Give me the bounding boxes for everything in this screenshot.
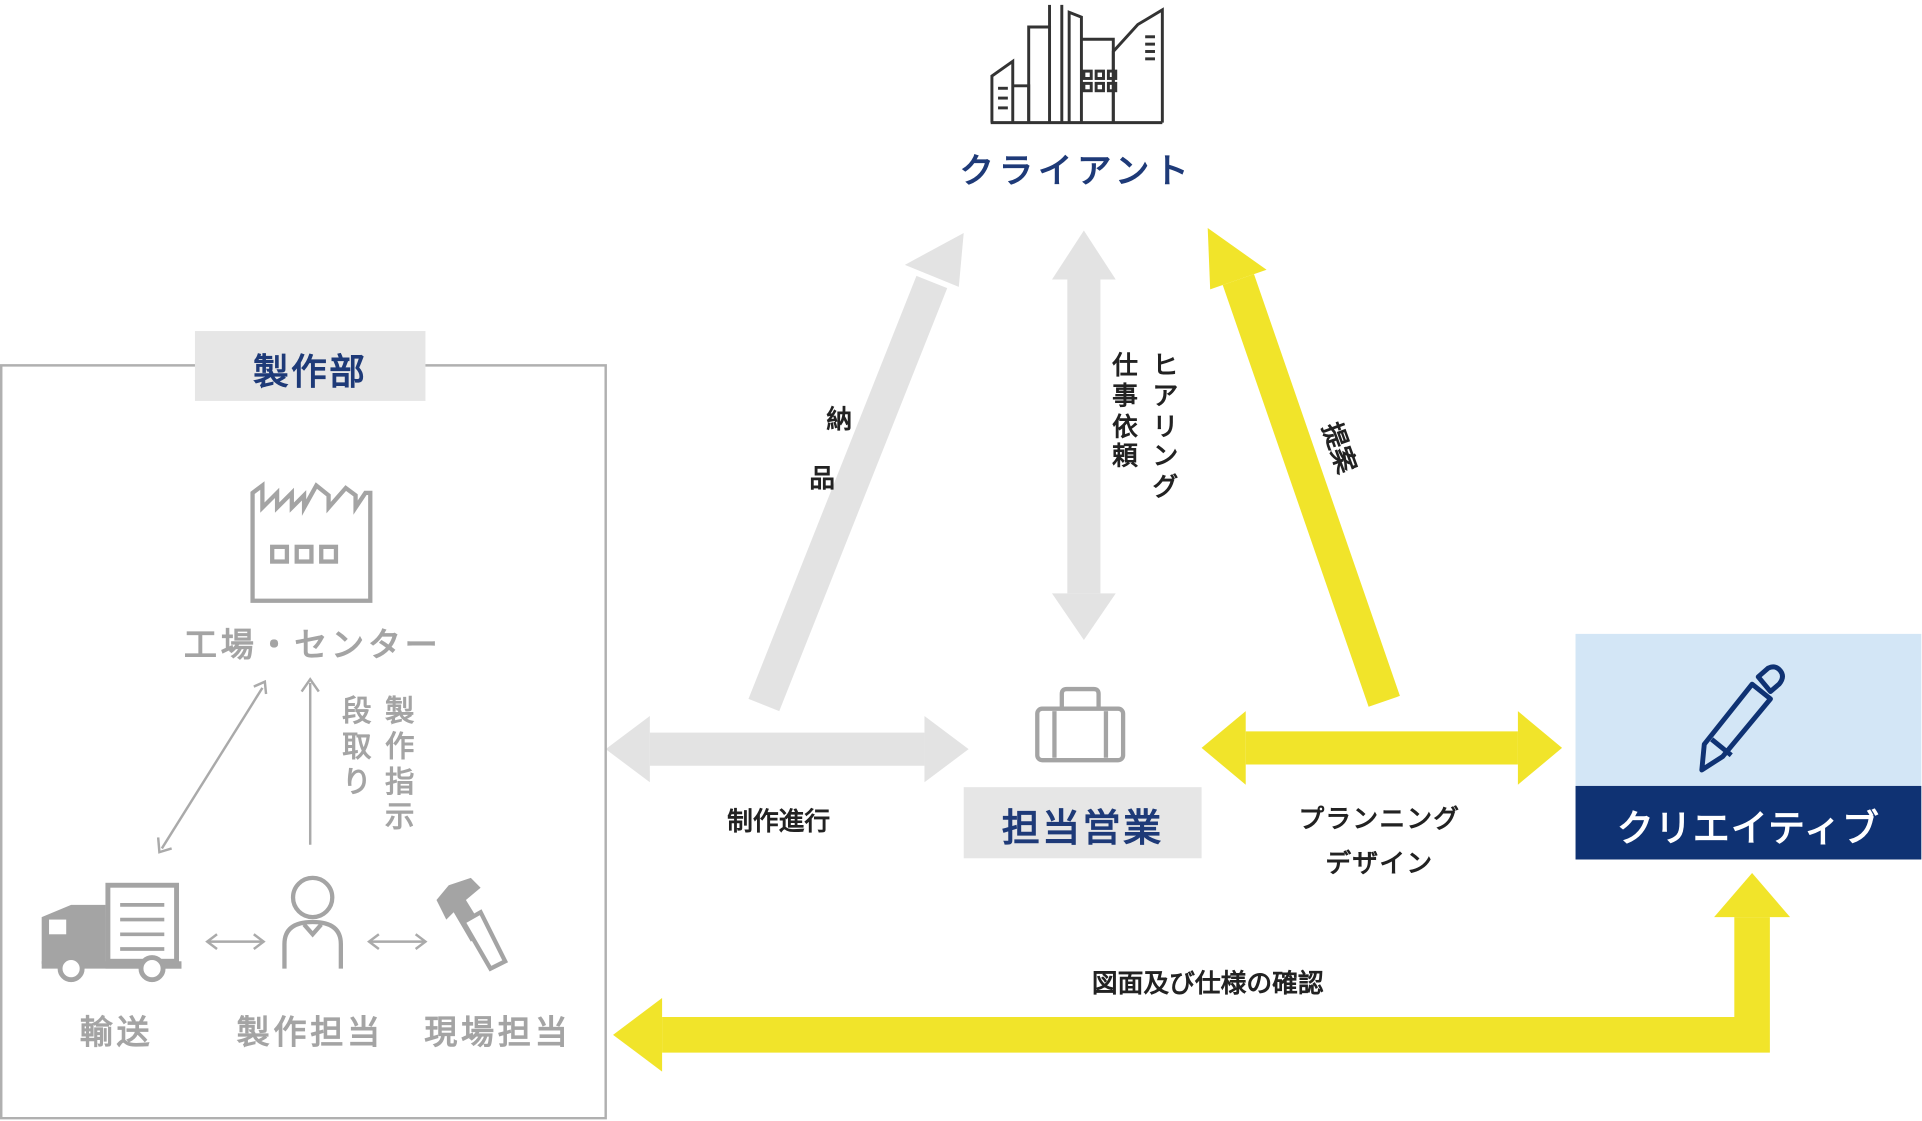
creative-label: クリエイティブ bbox=[1616, 807, 1880, 851]
arrange-label: 段 取 り bbox=[342, 693, 372, 799]
factory-label: 工場・センター bbox=[183, 626, 442, 665]
instruct-label: 製 作 指 示 bbox=[384, 693, 415, 835]
delivery-arrow bbox=[748, 232, 964, 712]
design-label: デザイン bbox=[1325, 848, 1434, 878]
sales-box bbox=[963, 787, 1202, 859]
delivery-label: 納 品 bbox=[809, 404, 853, 494]
hearing-double-arrow bbox=[1051, 230, 1116, 641]
progress-double-arrow bbox=[605, 716, 969, 783]
factory-icon bbox=[250, 481, 373, 603]
planning-double-arrow bbox=[1201, 711, 1563, 785]
confirm-arrow bbox=[613, 872, 1791, 1072]
transport-label: 輸送 bbox=[79, 1013, 154, 1052]
creative-box bbox=[1575, 633, 1922, 860]
production-dept-frame bbox=[0, 331, 607, 1120]
transport-manager-arrow bbox=[205, 933, 266, 950]
briefcase-icon bbox=[1035, 686, 1126, 763]
factory-transport-arrow bbox=[156, 679, 268, 854]
person-icon bbox=[282, 875, 344, 969]
site-label: 現場担当 bbox=[424, 1013, 572, 1052]
production-dept-label: 製作部 bbox=[253, 350, 368, 393]
planning-label: プランニング bbox=[1298, 804, 1461, 834]
request-label: 仕 事 依 頼 bbox=[1112, 350, 1138, 472]
pen-icon bbox=[1699, 664, 1785, 773]
sales-label: 担当営業 bbox=[1001, 806, 1164, 851]
city-buildings-icon bbox=[990, 4, 1164, 125]
manager-site-arrow bbox=[367, 933, 428, 950]
manager-label: 製作担当 bbox=[236, 1013, 384, 1052]
instruct-arrow bbox=[300, 677, 320, 845]
progress-label: 制作進行 bbox=[727, 806, 831, 837]
hearing-label: ヒ ア リ ン グ bbox=[1152, 350, 1179, 502]
client-label: クライアント bbox=[959, 150, 1194, 192]
confirm-label: 図面及び仕様の確認 bbox=[1091, 968, 1324, 999]
proposal-arrow bbox=[1207, 228, 1400, 707]
hammer-icon bbox=[436, 877, 509, 972]
truck-icon bbox=[41, 882, 182, 983]
